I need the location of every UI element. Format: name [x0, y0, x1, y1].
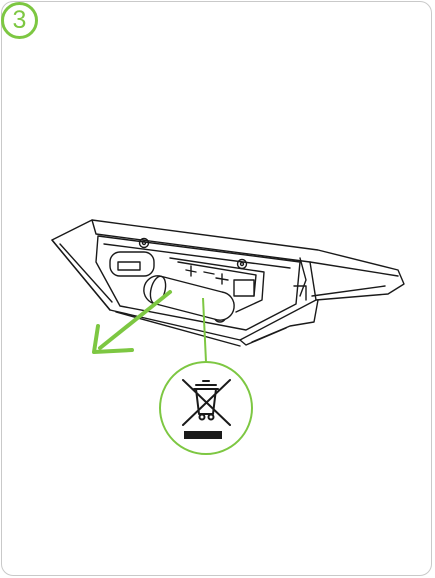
callout-line: [202, 297, 207, 363]
remove-arrow-icon: [92, 290, 172, 354]
step-number-badge: 3: [1, 2, 38, 39]
battery-compartment: [95, 235, 307, 331]
step-number: 3: [12, 6, 27, 34]
weee-recycle-bin-icon: [159, 361, 253, 455]
